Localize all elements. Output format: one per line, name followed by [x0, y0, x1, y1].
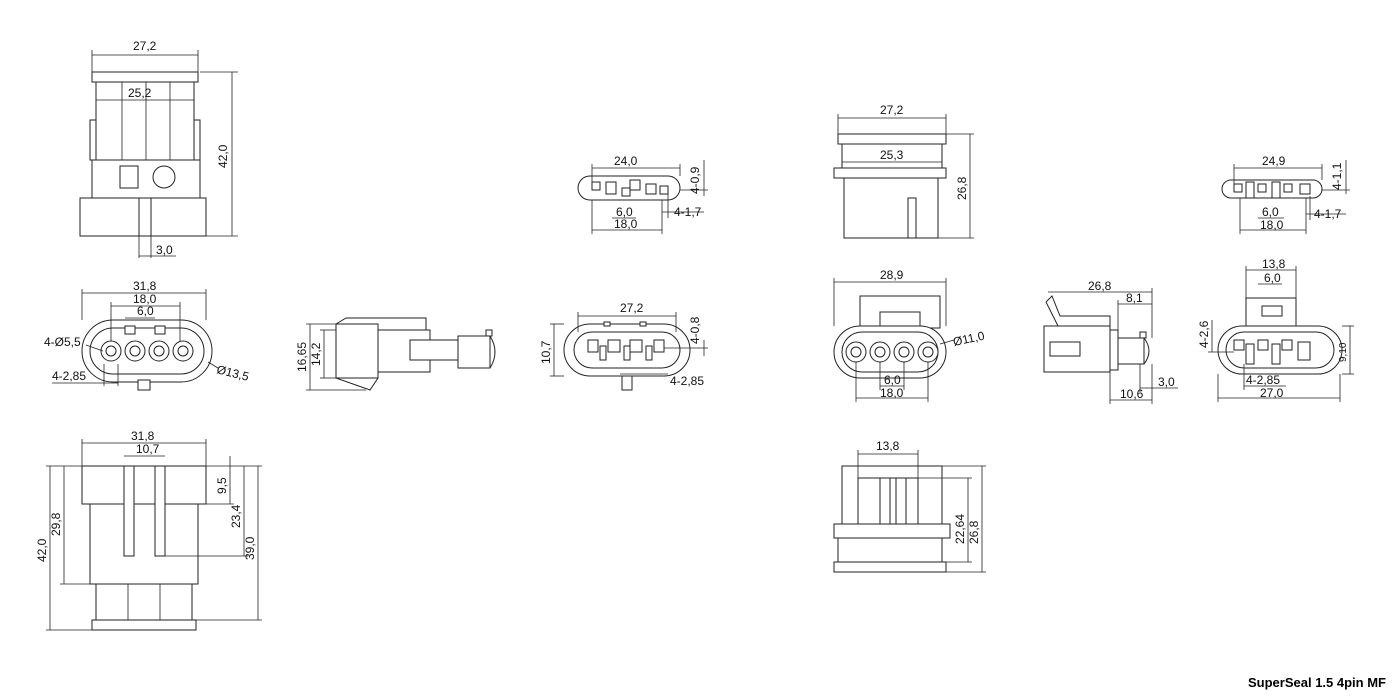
dim-pitch-span: 18,0 — [133, 292, 157, 306]
dim-h1: 22,64 — [953, 514, 967, 544]
dim-tab: 3,0 — [156, 243, 173, 257]
male-side-view: 13,8 22,64 26,8 — [833, 439, 986, 573]
dim-h2: 26,8 — [967, 520, 981, 544]
side-top — [81, 465, 207, 505]
dim-pins: 4-2,85 — [1246, 373, 1280, 387]
female-front-view: 31,8 18,0 6,0 4-Ø5,5 4-2,85 Ø13,5 — [44, 279, 251, 391]
dim-tab: 3,0 — [1158, 375, 1175, 389]
dim-span: 18,0 — [614, 217, 638, 231]
dim-a: 4-0,8 — [688, 316, 702, 344]
dim-width: 31,8 — [133, 279, 157, 293]
dim-width: 24,0 — [614, 154, 638, 168]
dim-height-total: 42,0 — [35, 538, 49, 562]
profile-tail — [457, 335, 491, 369]
dim-width: 24,9 — [1262, 154, 1286, 168]
dim-diameter: Ø11,0 — [952, 329, 986, 349]
body-lower — [843, 177, 939, 239]
body-middle — [91, 159, 201, 199]
dim-tail: 10,6 — [1120, 387, 1144, 401]
male-front-view: 28,9 18,0 6,0 Ø11,0 — [833, 268, 986, 402]
dim-d1: 9,5 — [215, 477, 229, 494]
dim-width-top: 13,8 — [1262, 257, 1286, 271]
dim-d2: 23,4 — [229, 504, 243, 528]
side-body — [89, 503, 199, 585]
female-top-view: 27,2 25,2 42,0 3,0 — [79, 39, 238, 258]
dim-width: 27,2 — [620, 301, 644, 315]
female-side-view: 31,8 10,7 42,0 29,8 9,5 23,4 39,0 — [35, 429, 262, 631]
dim-a: 4-1,1 — [1330, 162, 1344, 190]
top-flange — [837, 133, 947, 145]
round-window — [152, 165, 176, 189]
body-upper — [841, 143, 943, 169]
dim-b: 4-1,7 — [1314, 207, 1342, 221]
dim-diameter: Ø13,5 — [215, 362, 250, 384]
profile-head — [335, 323, 379, 379]
male-top-view: 27,2 25,3 26,8 — [833, 103, 974, 239]
inner-oval — [89, 327, 205, 375]
dim-width-outer: 27,2 — [133, 39, 157, 53]
dim-width: 27,0 — [1260, 386, 1284, 400]
dim-h2: 14,2 — [309, 342, 323, 366]
dim-b: 4-2,85 — [670, 374, 704, 388]
side-profile-view: 16,65 14,2 — [295, 317, 496, 391]
dim-pitch: 6,0 — [616, 205, 633, 219]
dim-slot: 10,7 — [136, 442, 160, 456]
female-rear-small-view: 24,0 18,0 6,0 4-0,9 4-1,7 — [577, 154, 708, 234]
dim-width: 31,8 — [131, 429, 155, 443]
dim-span: 18,0 — [880, 386, 904, 400]
dim-length: 26,8 — [1088, 279, 1112, 293]
dim-pins: 4-2,85 — [52, 369, 86, 383]
dim-width: 28,9 — [880, 268, 904, 282]
dim-span: 18,0 — [1260, 218, 1284, 232]
body-upper — [95, 81, 195, 161]
dim-height: 10,7 — [539, 340, 553, 364]
dim-height: 4-2,6 — [1197, 320, 1211, 348]
latch-arm — [1045, 295, 1111, 327]
dim-width-inner: 25,3 — [880, 148, 904, 162]
dim-height-outer: 29,8 — [49, 512, 63, 536]
dim-side: 9,10 — [1338, 342, 1349, 362]
dim-height: 42,0 — [216, 144, 230, 168]
dim-pitch: 6,0 — [1262, 205, 1279, 219]
dim-width: 13,8 — [876, 439, 900, 453]
dim-b: 4-1,7 — [674, 205, 702, 219]
dim-pitch: 6,0 — [884, 373, 901, 387]
dim-d3: 39,0 — [243, 536, 257, 560]
male-side-latch-view: 26,8 8,1 10,6 3,0 — [1043, 279, 1178, 404]
dim-h1: 16,65 — [295, 342, 309, 372]
dim-pitch: 6,0 — [137, 304, 154, 318]
latch-block — [1245, 297, 1297, 329]
drawing-title: SuperSeal 1.5 4pin MF — [1248, 675, 1386, 690]
dim-width-outer: 27,2 — [880, 103, 904, 117]
dim-height: 26,8 — [955, 176, 969, 200]
dim-width-inner: 25,2 — [128, 86, 152, 100]
dim-holes: 4-Ø5,5 — [44, 335, 81, 349]
top-flange — [91, 71, 199, 83]
male-rear-small-view: 24,9 18,0 6,0 4-1,1 4-1,7 — [1221, 154, 1350, 234]
dim-latch: 8,1 — [1126, 291, 1143, 305]
dim-pitch: 6,0 — [1264, 271, 1281, 285]
dim-a: 4-0,9 — [688, 166, 702, 194]
male-rear-oval-view: 13,8 6,0 4-2,6 9,10 4-2,85 27,0 — [1197, 257, 1354, 402]
female-rear-oval-view: 27,2 10,7 4-0,8 4-2,85 — [539, 301, 708, 391]
square-window — [119, 165, 139, 189]
